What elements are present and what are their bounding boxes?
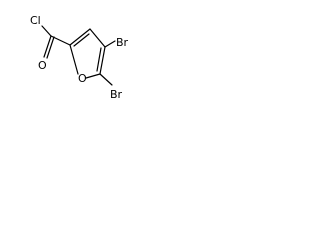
bond-c4-c5-a	[99, 46, 106, 75]
ring-oxygen-atom-label: O	[78, 72, 87, 85]
bond-c5-bromine-bottom	[99, 73, 113, 86]
bond-c4-c5-b	[96, 47, 102, 72]
bromine-bottom-atom-label: Br	[110, 88, 123, 101]
bond-carbonyl-c2	[50, 35, 71, 46]
bond-c4-bromine-top	[104, 40, 116, 48]
molecule-structure-canvas: Cl O O Br Br	[0, 0, 160, 114]
bond-ring-oxygen-c2	[69, 44, 79, 75]
carbonyl-oxygen-atom-label: O	[38, 59, 47, 72]
molecule-structure-drawing: Cl O O Br Br	[30, 14, 129, 101]
bond-carbonyl-oxygen-a	[43, 35, 52, 58]
chlorine-atom-label: Cl	[30, 14, 41, 27]
bond-c2-c3-b	[73, 33, 90, 47]
bond-carbonyl-oxygen-b	[46, 36, 55, 59]
bond-c5-ring-oxygen	[85, 73, 101, 79]
bond-c3-c4	[89, 28, 106, 48]
bond-c2-c3-a	[69, 28, 91, 46]
bromine-top-atom-label: Br	[116, 36, 129, 49]
bond-carbonyl-chlorine	[41, 25, 52, 37]
